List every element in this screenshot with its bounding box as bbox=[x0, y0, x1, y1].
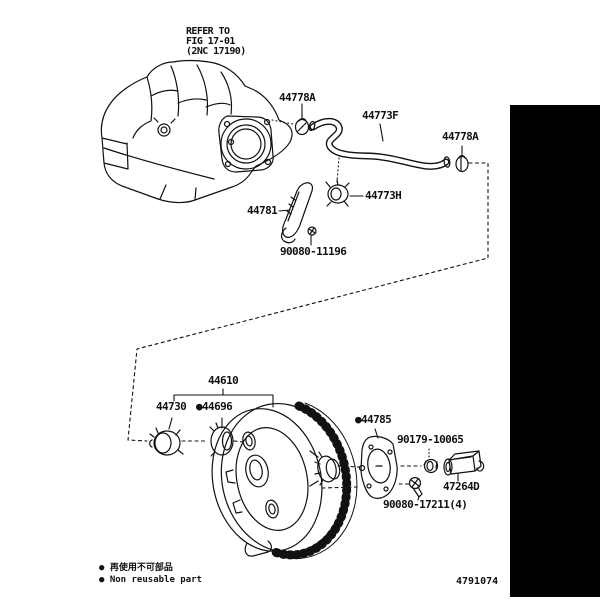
clamp-drawing bbox=[443, 450, 485, 476]
legend-non-reusable-en: ● Non reusable part bbox=[99, 575, 202, 585]
legend-non-reusable-jp: ● 再使用不可部品 bbox=[99, 563, 173, 573]
part-label-clamp: 47264D bbox=[443, 480, 480, 493]
part-label-clip-manifold: 44778A bbox=[279, 91, 316, 104]
part-label-grommet: ●44696 bbox=[196, 400, 233, 413]
brake-booster-drawing bbox=[211, 401, 358, 560]
non-reusable-marker: ● bbox=[355, 413, 362, 426]
check-valve-drawing bbox=[149, 427, 184, 456]
part-label-clip-booster: 44778A bbox=[442, 130, 479, 143]
part-label-check-valve: 44730 bbox=[156, 400, 187, 413]
part-label-booster-bolt: 90080-17211(4) bbox=[383, 498, 468, 511]
vacuum-hose-drawing bbox=[308, 117, 451, 170]
leader-lines bbox=[168, 103, 463, 501]
part-label-hose-clamp: 44773H bbox=[365, 189, 402, 202]
bolt-drawing bbox=[408, 476, 423, 498]
refer-note-line2: FIG 17-01 bbox=[186, 36, 235, 47]
part-label-brake-booster: 44610 bbox=[208, 374, 239, 387]
refer-note: REFER TO FIG 17-01 (2NC 17190) bbox=[186, 27, 246, 57]
scan-edge-band bbox=[510, 105, 600, 597]
hose-clip-manifold-drawing bbox=[294, 118, 310, 136]
drawing-number: 4791074 bbox=[456, 576, 499, 587]
part-label-bracket-bolt: 90080-11196 bbox=[280, 245, 347, 258]
hose-clamp-drawing bbox=[325, 179, 350, 207]
refer-note-line3: (2NC 17190) bbox=[186, 46, 246, 57]
bracket-drawing bbox=[280, 182, 317, 244]
part-label-vacuum-hose: 44773F bbox=[362, 109, 399, 122]
hose-clip-booster-drawing bbox=[455, 155, 469, 173]
throttle-body-drawing bbox=[218, 115, 274, 173]
part-label-bracket: 44781 bbox=[247, 204, 278, 217]
non-reusable-marker: ● bbox=[196, 400, 203, 413]
part-label-gasket: ●44785 bbox=[355, 413, 392, 426]
dashed-leader-lines bbox=[127, 119, 489, 489]
non-reusable-marker: ● bbox=[99, 575, 105, 585]
intake-manifold-drawing bbox=[100, 59, 293, 204]
non-reusable-marker: ● bbox=[99, 563, 105, 573]
nut-drawing bbox=[423, 458, 439, 474]
part-label-nut: 90179-10065 bbox=[397, 433, 464, 446]
refer-note-line1: REFER TO bbox=[186, 26, 230, 37]
gasket-drawing bbox=[358, 435, 398, 499]
